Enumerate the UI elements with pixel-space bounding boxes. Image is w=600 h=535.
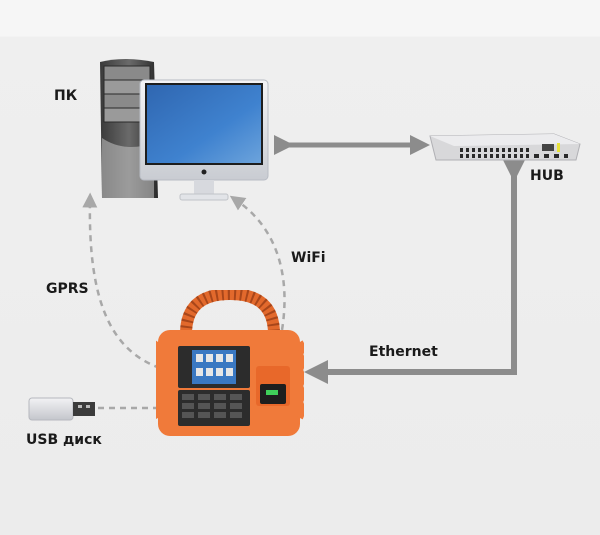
- pc-node: [94, 58, 274, 208]
- hub-icon: [429, 133, 581, 161]
- hub-node: [424, 130, 584, 166]
- terminal-icon: [153, 287, 305, 436]
- hub-label: HUB: [530, 168, 564, 184]
- biometric-terminal: [153, 287, 305, 440]
- usb-icon: [28, 397, 95, 421]
- pc-icon: [100, 59, 269, 201]
- wifi-label: WiFi: [291, 250, 326, 266]
- gprs-link: [82, 192, 161, 370]
- usb-label: USB диск: [26, 432, 102, 448]
- gprs-label: GPRS: [46, 281, 89, 297]
- usb-drive: [28, 396, 100, 422]
- ethernet-label: Ethernet: [369, 344, 438, 360]
- pc-label: ПК: [54, 88, 78, 104]
- ethernet-link: [304, 158, 526, 384]
